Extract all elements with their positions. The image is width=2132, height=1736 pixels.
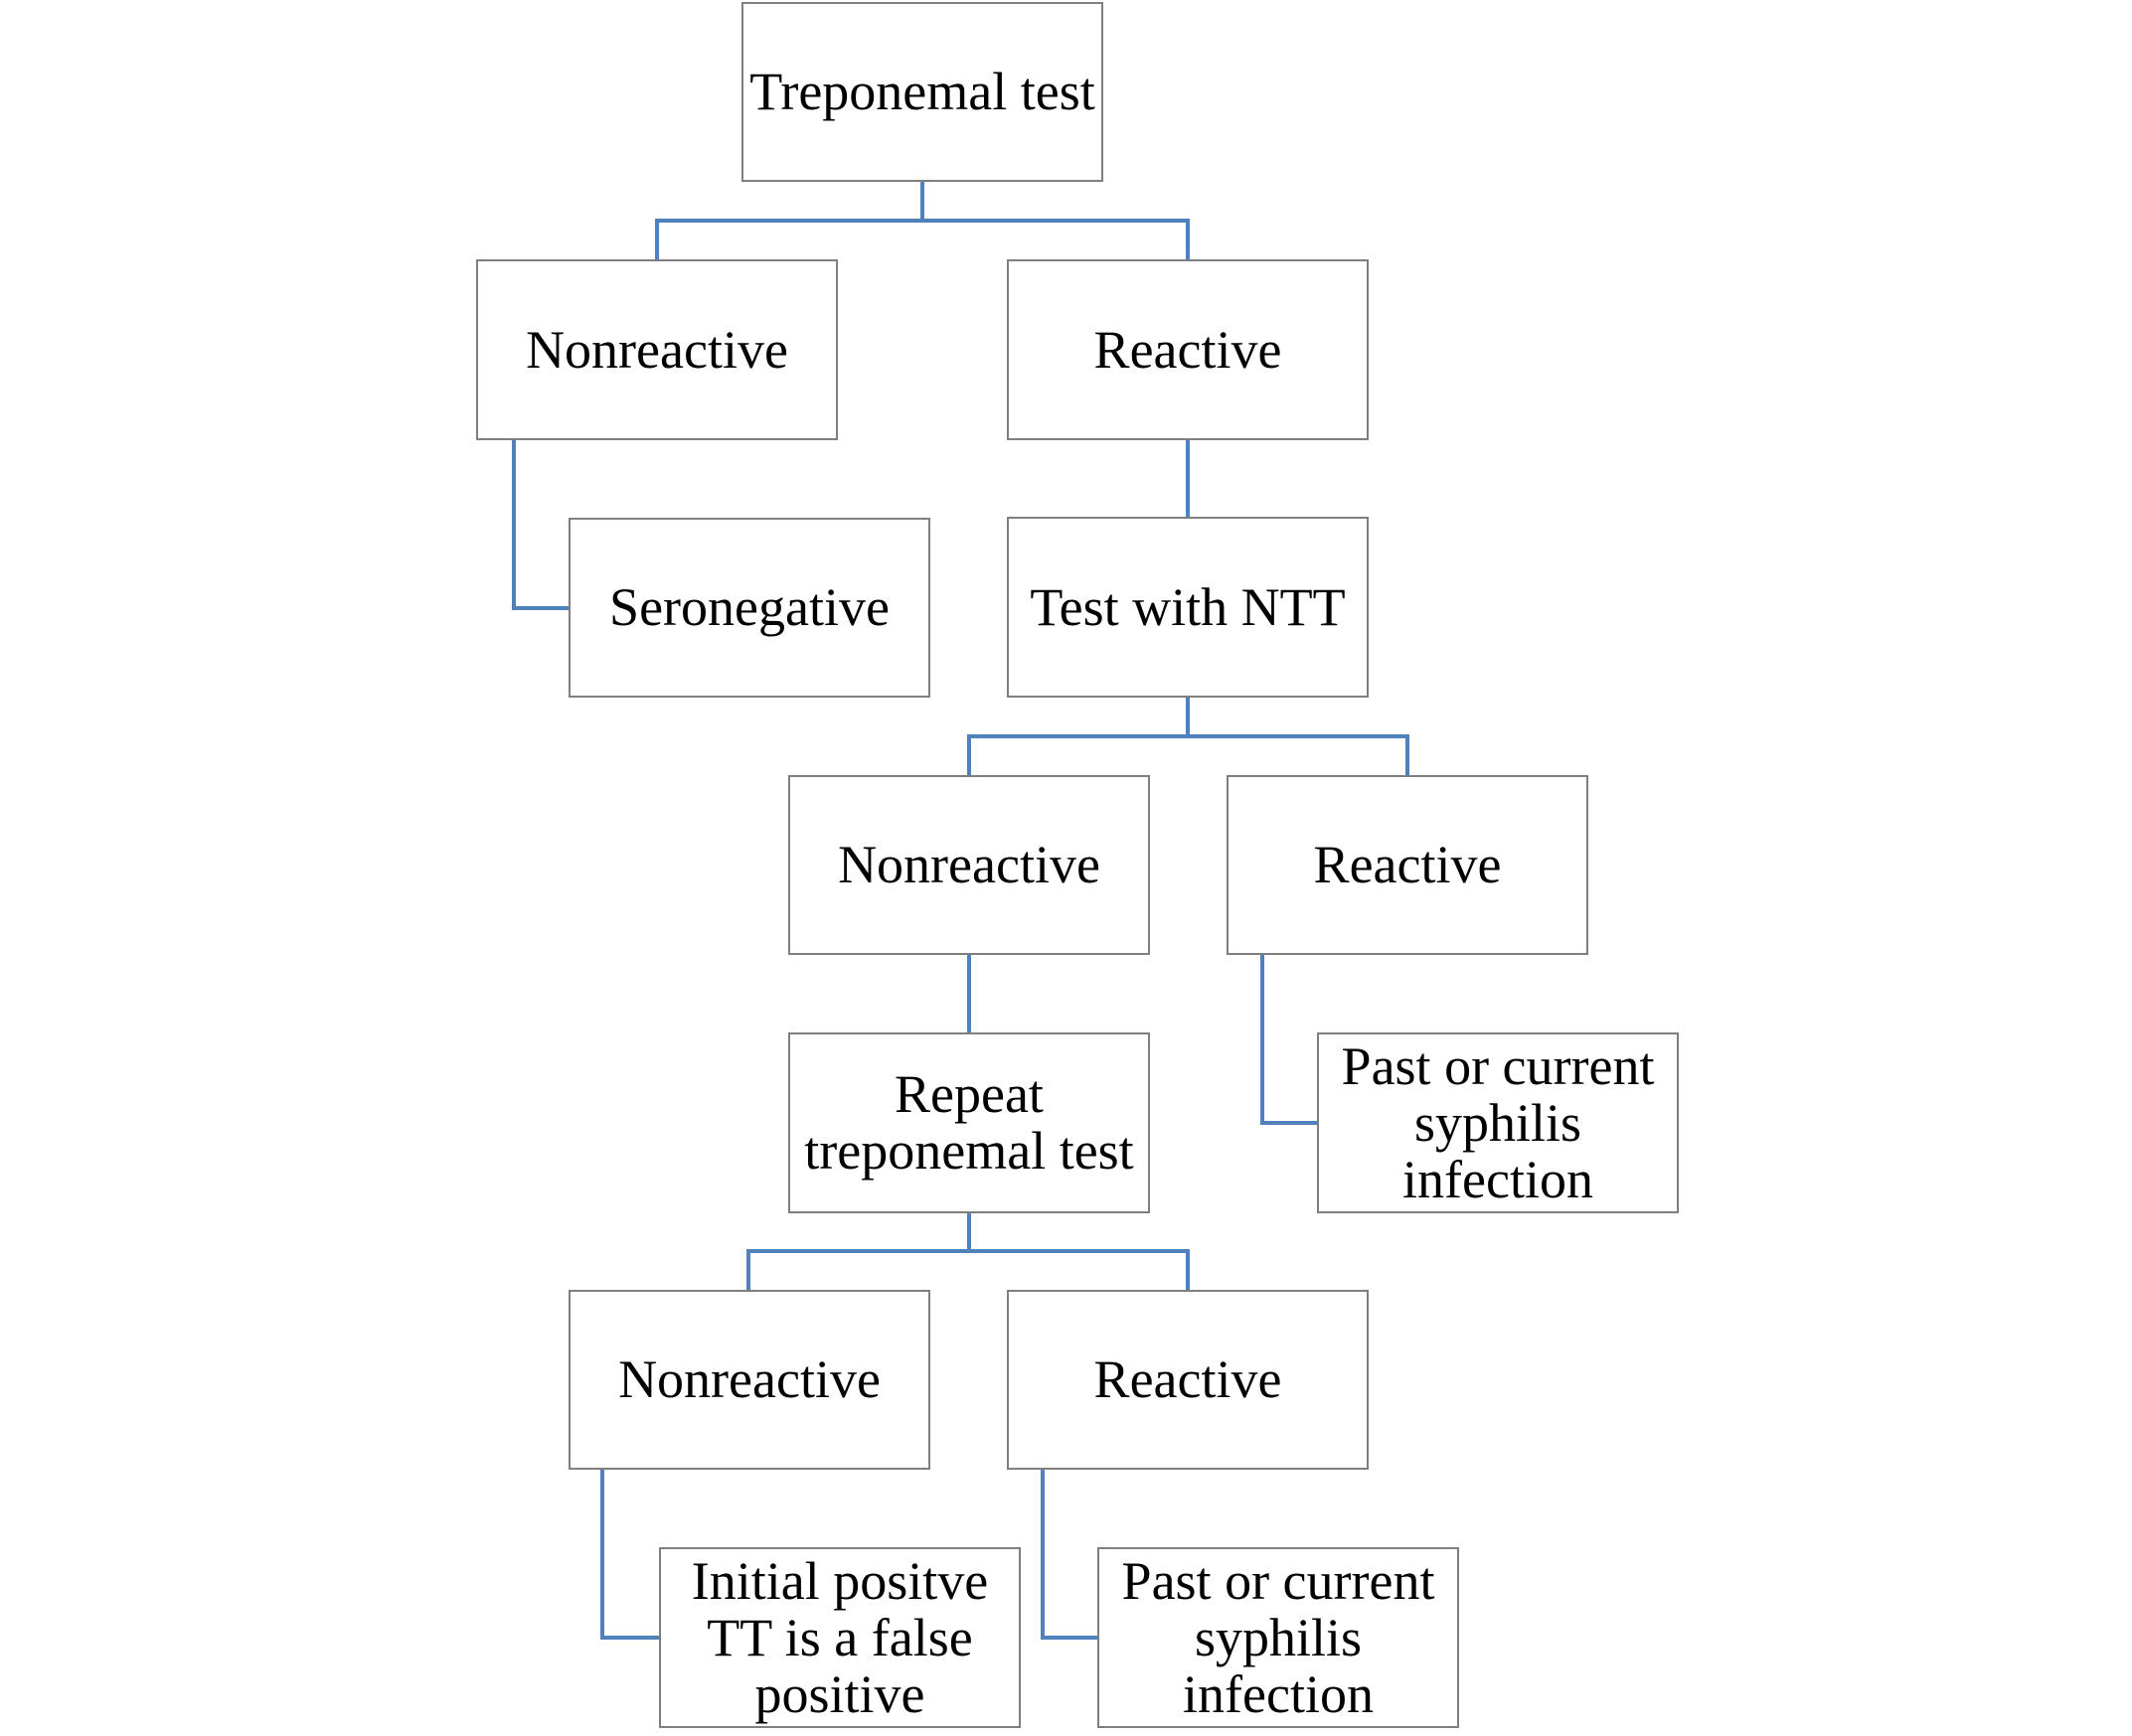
connector-repeat-to-level5 — [746, 1213, 971, 1290]
node-past-or-current-1: Past or current syphilis infection — [1317, 1032, 1679, 1213]
connector-nonreactive3-to-false-positive — [600, 1470, 659, 1640]
node-nonreactive-2: Nonreactive — [788, 775, 1150, 955]
node-nonreactive-1: Nonreactive — [476, 259, 838, 440]
node-nonreactive-3: Nonreactive — [569, 1290, 930, 1470]
connector-ntt-to-level3 — [967, 698, 1190, 775]
node-reactive-3: Reactive — [1007, 1290, 1369, 1470]
connector-reactive3-to-past2 — [1041, 1470, 1097, 1640]
connector-root-to-level1 — [655, 182, 924, 259]
node-repeat-treponemal-test: Repeat treponemal test — [788, 1032, 1150, 1213]
node-seronegative: Seronegative — [569, 518, 930, 698]
connector-reactive2-to-past1 — [1260, 955, 1317, 1125]
node-reactive-1: Reactive — [1007, 259, 1369, 440]
node-false-positive: Initial positve TT is a false positive — [659, 1547, 1021, 1728]
connector-nonreactive-to-seronegative — [512, 440, 569, 610]
connector-ntt-to-reactive2 — [1188, 734, 1409, 775]
node-reactive-2: Reactive — [1227, 775, 1588, 955]
node-test-with-ntt: Test with NTT — [1007, 517, 1369, 698]
node-treponemal-test: Treponemal test — [741, 2, 1103, 182]
node-past-or-current-2: Past or current syphilis infection — [1097, 1547, 1459, 1728]
connector-root-to-reactive — [922, 219, 1190, 259]
connector-repeat-to-reactive3 — [969, 1249, 1190, 1290]
